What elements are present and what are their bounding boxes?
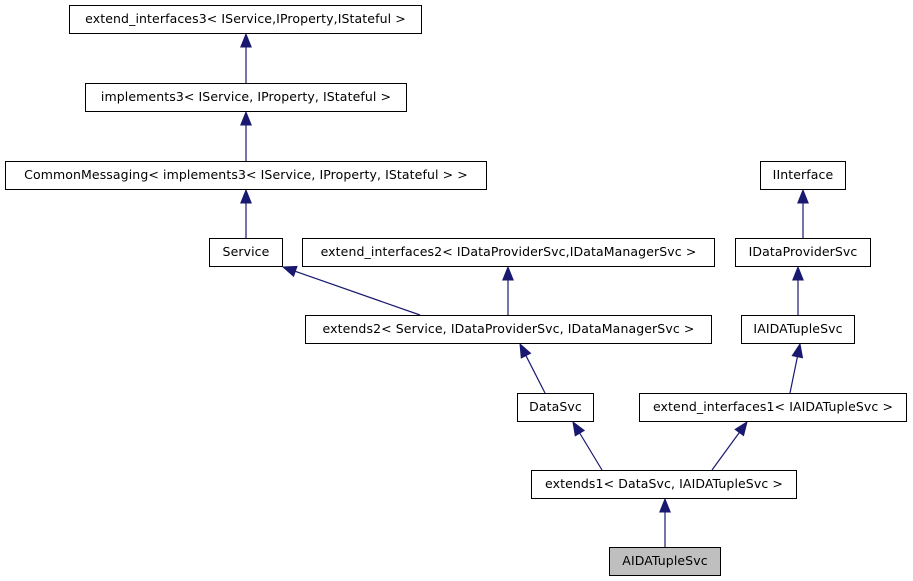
class-node-label: IAIDATupleSvc: [753, 321, 843, 337]
class-node-label: CommonMessaging< implements3< IService, …: [24, 167, 468, 183]
class-node-label: implements3< IService, IProperty, IState…: [100, 89, 392, 105]
class-node-extend-interfaces3[interactable]: extend_interfaces3< IService,IProperty,I…: [69, 5, 422, 34]
class-node-extend-interfaces2[interactable]: extend_interfaces2< IDataProviderSvc,IDa…: [302, 238, 715, 267]
class-node-iaidatuplesvc[interactable]: IAIDATupleSvc: [741, 315, 855, 344]
class-node-implements3[interactable]: implements3< IService, IProperty, IState…: [85, 83, 407, 112]
class-node-label: extend_interfaces3< IService,IProperty,I…: [85, 11, 406, 27]
class-node-label: extend_interfaces2< IDataProviderSvc,IDa…: [320, 244, 697, 260]
class-node-iinterface[interactable]: IInterface: [760, 161, 846, 190]
class-node-label: IInterface: [772, 167, 834, 183]
class-node-datasvc[interactable]: DataSvc: [517, 393, 594, 422]
class-node-extend-interfaces1[interactable]: extend_interfaces1< IAIDATupleSvc >: [639, 393, 907, 422]
class-node-label: DataSvc: [529, 399, 582, 415]
class-node-idataprovidersvc[interactable]: IDataProviderSvc: [735, 238, 871, 267]
class-node-service[interactable]: Service: [209, 238, 283, 267]
class-node-label: extend_interfaces1< IAIDATupleSvc >: [652, 399, 894, 415]
class-node-extends2[interactable]: extends2< Service, IDataProviderSvc, IDa…: [305, 315, 712, 344]
class-node-label: extends2< Service, IDataProviderSvc, IDa…: [322, 321, 695, 337]
class-node-label: IDataProviderSvc: [748, 244, 858, 260]
class-node-label: Service: [222, 244, 270, 260]
class-node-label: extends1< DataSvc, IAIDATupleSvc >: [545, 476, 783, 492]
class-node-aidatuplesvc[interactable]: AIDATupleSvc: [609, 547, 721, 576]
class-node-extends1[interactable]: extends1< DataSvc, IAIDATupleSvc >: [531, 470, 797, 499]
class-node-label: AIDATupleSvc: [622, 553, 708, 569]
class-node-commonmessaging[interactable]: CommonMessaging< implements3< IService, …: [5, 161, 487, 190]
